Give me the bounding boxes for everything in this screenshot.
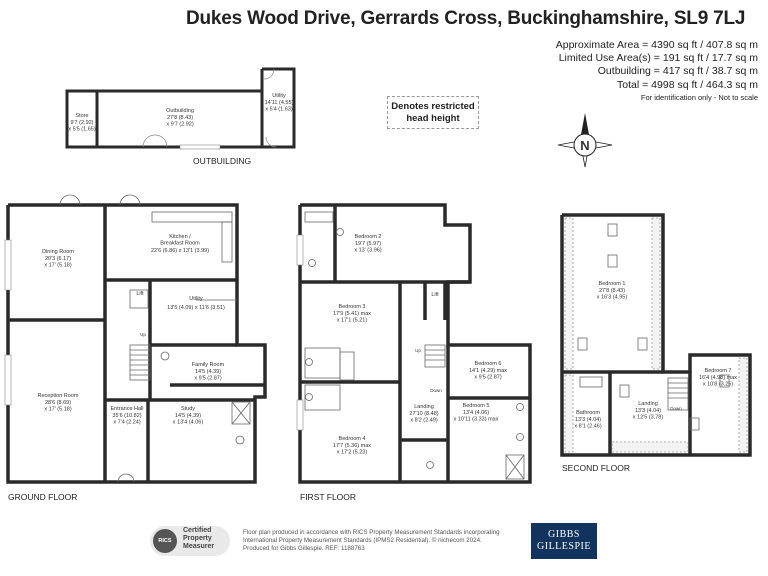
- room-bathroom-name: Bathroom: [576, 410, 600, 416]
- room-entrance-dim: 35'6 (10.82)x 7'4 (2.24): [112, 413, 141, 426]
- room-kitchen-dim: 22'6 (6.86) x 13'1 (3.99): [151, 248, 209, 254]
- compass-north-label: N: [580, 138, 589, 153]
- room-landing-f-dim: 27'10 (8.48)x 8'2 (2.49): [409, 411, 438, 424]
- scale-note: For identification only - Not to scale: [640, 92, 758, 102]
- room-family-dim: 14'5 (4.39)x 9'5 (2.87): [194, 369, 222, 382]
- room-entrance-name: Entrance Hall: [110, 406, 143, 412]
- footer-disclaimer: Floor plan produced in accordance with R…: [243, 529, 500, 553]
- room-lift-g-name: Lift: [136, 291, 144, 297]
- limited-use-area: Limited Use Area(s) = 191 sq ft / 17.7 s…: [558, 52, 758, 65]
- logo-line-2: GILLESPIE: [537, 541, 591, 552]
- total-area: Total = 4998 sq ft / 464.3 sq m: [617, 78, 758, 91]
- page-title: Dukes Wood Drive, Gerrards Cross, Buckin…: [186, 8, 746, 29]
- ground-floor-walls: [6, 203, 267, 484]
- room-bed1-name: Bedroom 1: [599, 281, 626, 287]
- first-floor-walls: [298, 203, 532, 484]
- rics-line-2: Property: [183, 535, 212, 542]
- room-dining-dim: 20'3 (6.17)x 17' (5.18): [44, 256, 72, 269]
- room-reception-name: Reception Room: [38, 393, 79, 399]
- room-labels: Store 9'7 (2.92)x 5'5 (1.65) Outbuilding…: [38, 93, 738, 456]
- room-outbuilding-name: Outbuilding: [166, 108, 194, 114]
- footer-line-2: International Property Measurement Stand…: [243, 537, 482, 544]
- room-family-name: Family Room: [192, 362, 225, 368]
- room-bed3-name: Bedroom 3: [339, 304, 366, 310]
- approximate-area: Approximate Area = 4390 sq ft / 407.8 sq…: [555, 39, 758, 51]
- room-study-dim: 14'5 (4.39)x 13'4 (4.06): [173, 413, 204, 426]
- room-bed5-dim: 13'4 (4.06)x 10'11 (3.33) max: [454, 410, 499, 423]
- floor-label-ground: GROUND FLOOR: [8, 492, 78, 502]
- stair-down-second: Down: [670, 406, 682, 411]
- room-landing-s-name: Landing: [638, 401, 658, 407]
- restricted-height-areas: [564, 217, 748, 453]
- rics-line-3: Measurer: [183, 543, 215, 550]
- room-bed2-dim: 19'7 (5.97)x 13' (3.96): [354, 241, 382, 254]
- second-floor-walls: [560, 213, 752, 457]
- room-kitchen-name: Kitchen /Breakfast Room: [160, 234, 200, 247]
- floor-label-outbuilding: OUTBUILDING: [193, 156, 252, 166]
- restricted-height-key: Denotes restricted head height: [387, 96, 479, 129]
- room-outbuilding-dim: 27'8 (8.43)x 9'7 (2.92): [166, 115, 194, 128]
- agent-logo: GIBBS GILLESPIE: [531, 523, 597, 559]
- room-dining-name: Dining Room: [42, 249, 74, 255]
- room-utility-g-dim: 13'5 (4.09) x 11'6 (3.51): [167, 305, 225, 311]
- room-bed4-name: Bedroom 4: [339, 436, 366, 442]
- room-utility-out-dim: 14'11 (4.55)x 5'4 (1.63): [265, 100, 294, 113]
- floor-label-second: SECOND FLOOR: [562, 463, 631, 473]
- outbuilding-walls: [65, 67, 296, 149]
- room-bed2-name: Bedroom 2: [355, 234, 382, 240]
- room-bed5-name: Bedroom 5: [463, 403, 490, 409]
- room-study-name: Study: [181, 406, 195, 412]
- stair-up-first: Up: [415, 348, 421, 353]
- outbuilding-area: Outbuilding = 417 sq ft / 38.7 sq m: [597, 65, 758, 78]
- room-lift-f-name: Lift: [431, 292, 439, 298]
- room-bed1-dim: 27'8 (8.43)x 16'3 (4.95): [597, 288, 628, 301]
- rics-line-1: Certified: [183, 527, 212, 534]
- room-bed6-name: Bedroom 6: [475, 361, 502, 367]
- room-bathroom-dim: 13'3 (4.04)x 8'1 (2.46): [574, 417, 602, 430]
- stair-down-first: Down: [430, 388, 442, 393]
- floor-label-first: FIRST FLOOR: [300, 492, 357, 502]
- compass-icon: N: [557, 113, 613, 168]
- stair-up-ground: Up: [140, 332, 146, 337]
- room-store-dim: 9'7 (2.92)x 5'5 (1.65): [68, 120, 96, 133]
- rics-certification: Certified Property Measurer: [183, 527, 214, 551]
- room-utility-g-name: Utility: [189, 296, 203, 302]
- footer-line-3: Produced for Gibbs Gillespie. REF: 11887…: [243, 545, 365, 552]
- room-bed7-name: Bedroom 7: [705, 368, 732, 374]
- area-summary: Approximate Area = 4390 sq ft / 407.8 sq…: [556, 39, 758, 104]
- rics-logo-icon: RICS: [153, 529, 177, 553]
- logo-line-1: GIBBS: [548, 529, 580, 540]
- room-landing-s-dim: 13'3 (4.04)x 12'5 (3.78): [633, 408, 664, 421]
- room-utility-out-name: Utility: [272, 93, 286, 99]
- room-reception-dim: 28'6 (8.69)x 17' (5.18): [44, 400, 72, 413]
- footer-line-1: Floor plan produced in accordance with R…: [243, 529, 500, 536]
- room-landing-f-name: Landing: [414, 404, 434, 410]
- room-store-name: Store: [75, 113, 88, 119]
